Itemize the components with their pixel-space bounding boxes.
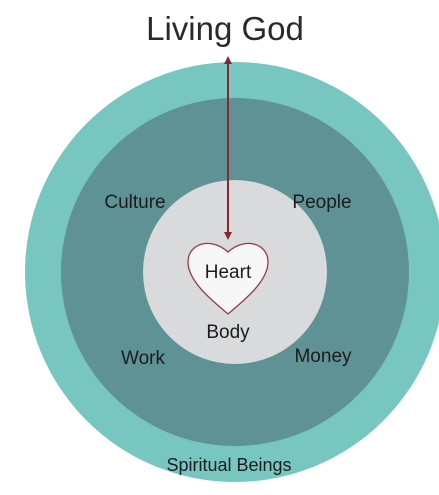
label-culture: Culture [104, 192, 165, 213]
label-spiritual-beings: Spiritual Beings [166, 455, 291, 475]
label-body: Body [206, 322, 250, 343]
label-money: Money [294, 346, 352, 367]
diagram-title: Living God [146, 10, 304, 47]
label-heart: Heart [205, 262, 252, 283]
label-people: People [292, 192, 351, 213]
heart-shape [187, 242, 269, 315]
label-work: Work [121, 348, 165, 369]
